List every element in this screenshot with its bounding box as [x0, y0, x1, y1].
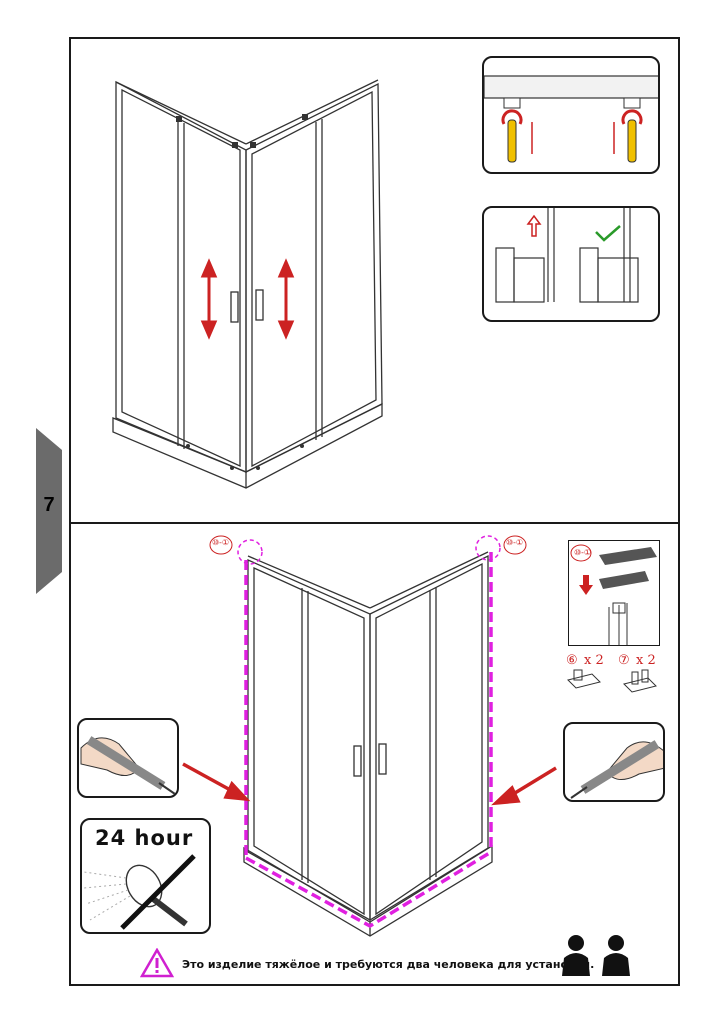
clip-detail — [482, 206, 660, 322]
callout-label-right: ⑩-① — [506, 538, 524, 547]
page-frame — [69, 37, 680, 986]
part-6-number: ⑥ — [566, 653, 578, 668]
cure-time-panel — [80, 818, 211, 934]
cure-time-label: 24 hour — [95, 826, 194, 850]
page-tab — [36, 428, 62, 594]
end-cap-detail — [568, 540, 660, 646]
warning-banner: Это изделие тяжёлое и требуются два чело… — [140, 948, 660, 978]
part-7-number: ⑦ — [618, 653, 630, 668]
part-7-qty: x 2 — [636, 653, 656, 668]
check-icon — [495, 208, 639, 303]
sealant-gun-right — [563, 722, 665, 802]
page-number: 7 — [43, 494, 55, 516]
warning-text: Это изделие тяжёлое и требуются два чело… — [182, 958, 595, 971]
screwdriver-icon — [484, 75, 658, 163]
parts-callout: ⑩-① — [574, 548, 592, 557]
section-divider — [69, 522, 680, 524]
sealant-gun-left — [77, 718, 179, 798]
height-adjust-detail — [482, 56, 660, 174]
callout-label-left: ⑩-① — [212, 538, 230, 547]
shower-head-icon — [83, 854, 196, 930]
warning-icon — [140, 948, 174, 978]
part-6-qty: x 2 — [584, 653, 604, 668]
